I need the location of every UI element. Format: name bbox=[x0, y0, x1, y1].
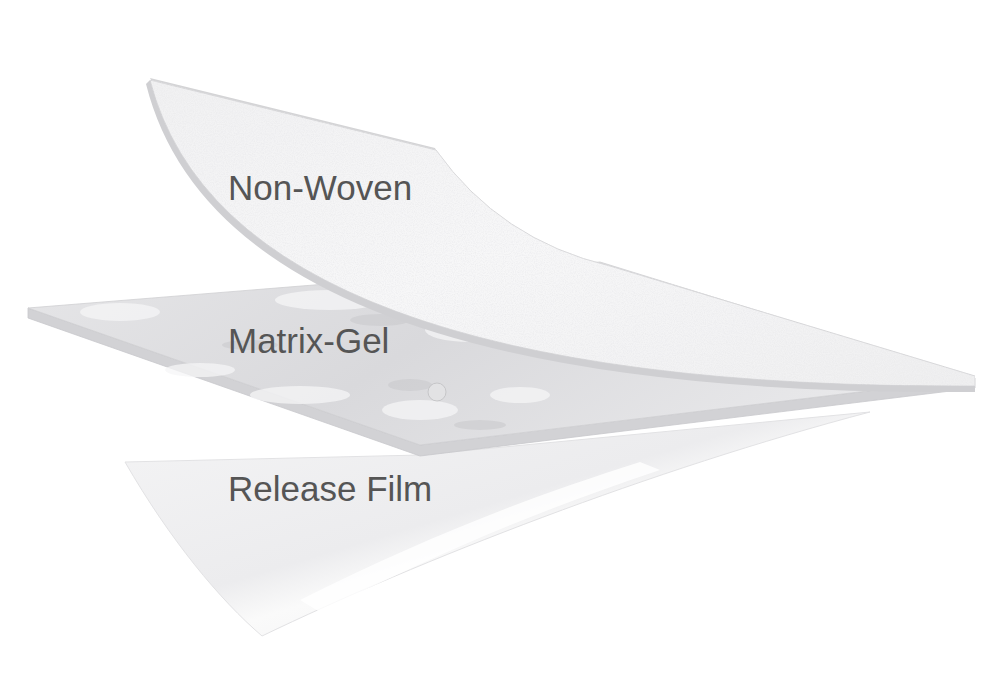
part-label: Non-Woven bbox=[228, 170, 412, 205]
non-woven-sheet bbox=[150, 80, 975, 386]
non-woven-underside bbox=[146, 80, 975, 392]
part-label: Matrix-Gel bbox=[228, 323, 389, 358]
part-label: Release Film bbox=[228, 471, 432, 506]
gel-bubble bbox=[428, 383, 446, 401]
